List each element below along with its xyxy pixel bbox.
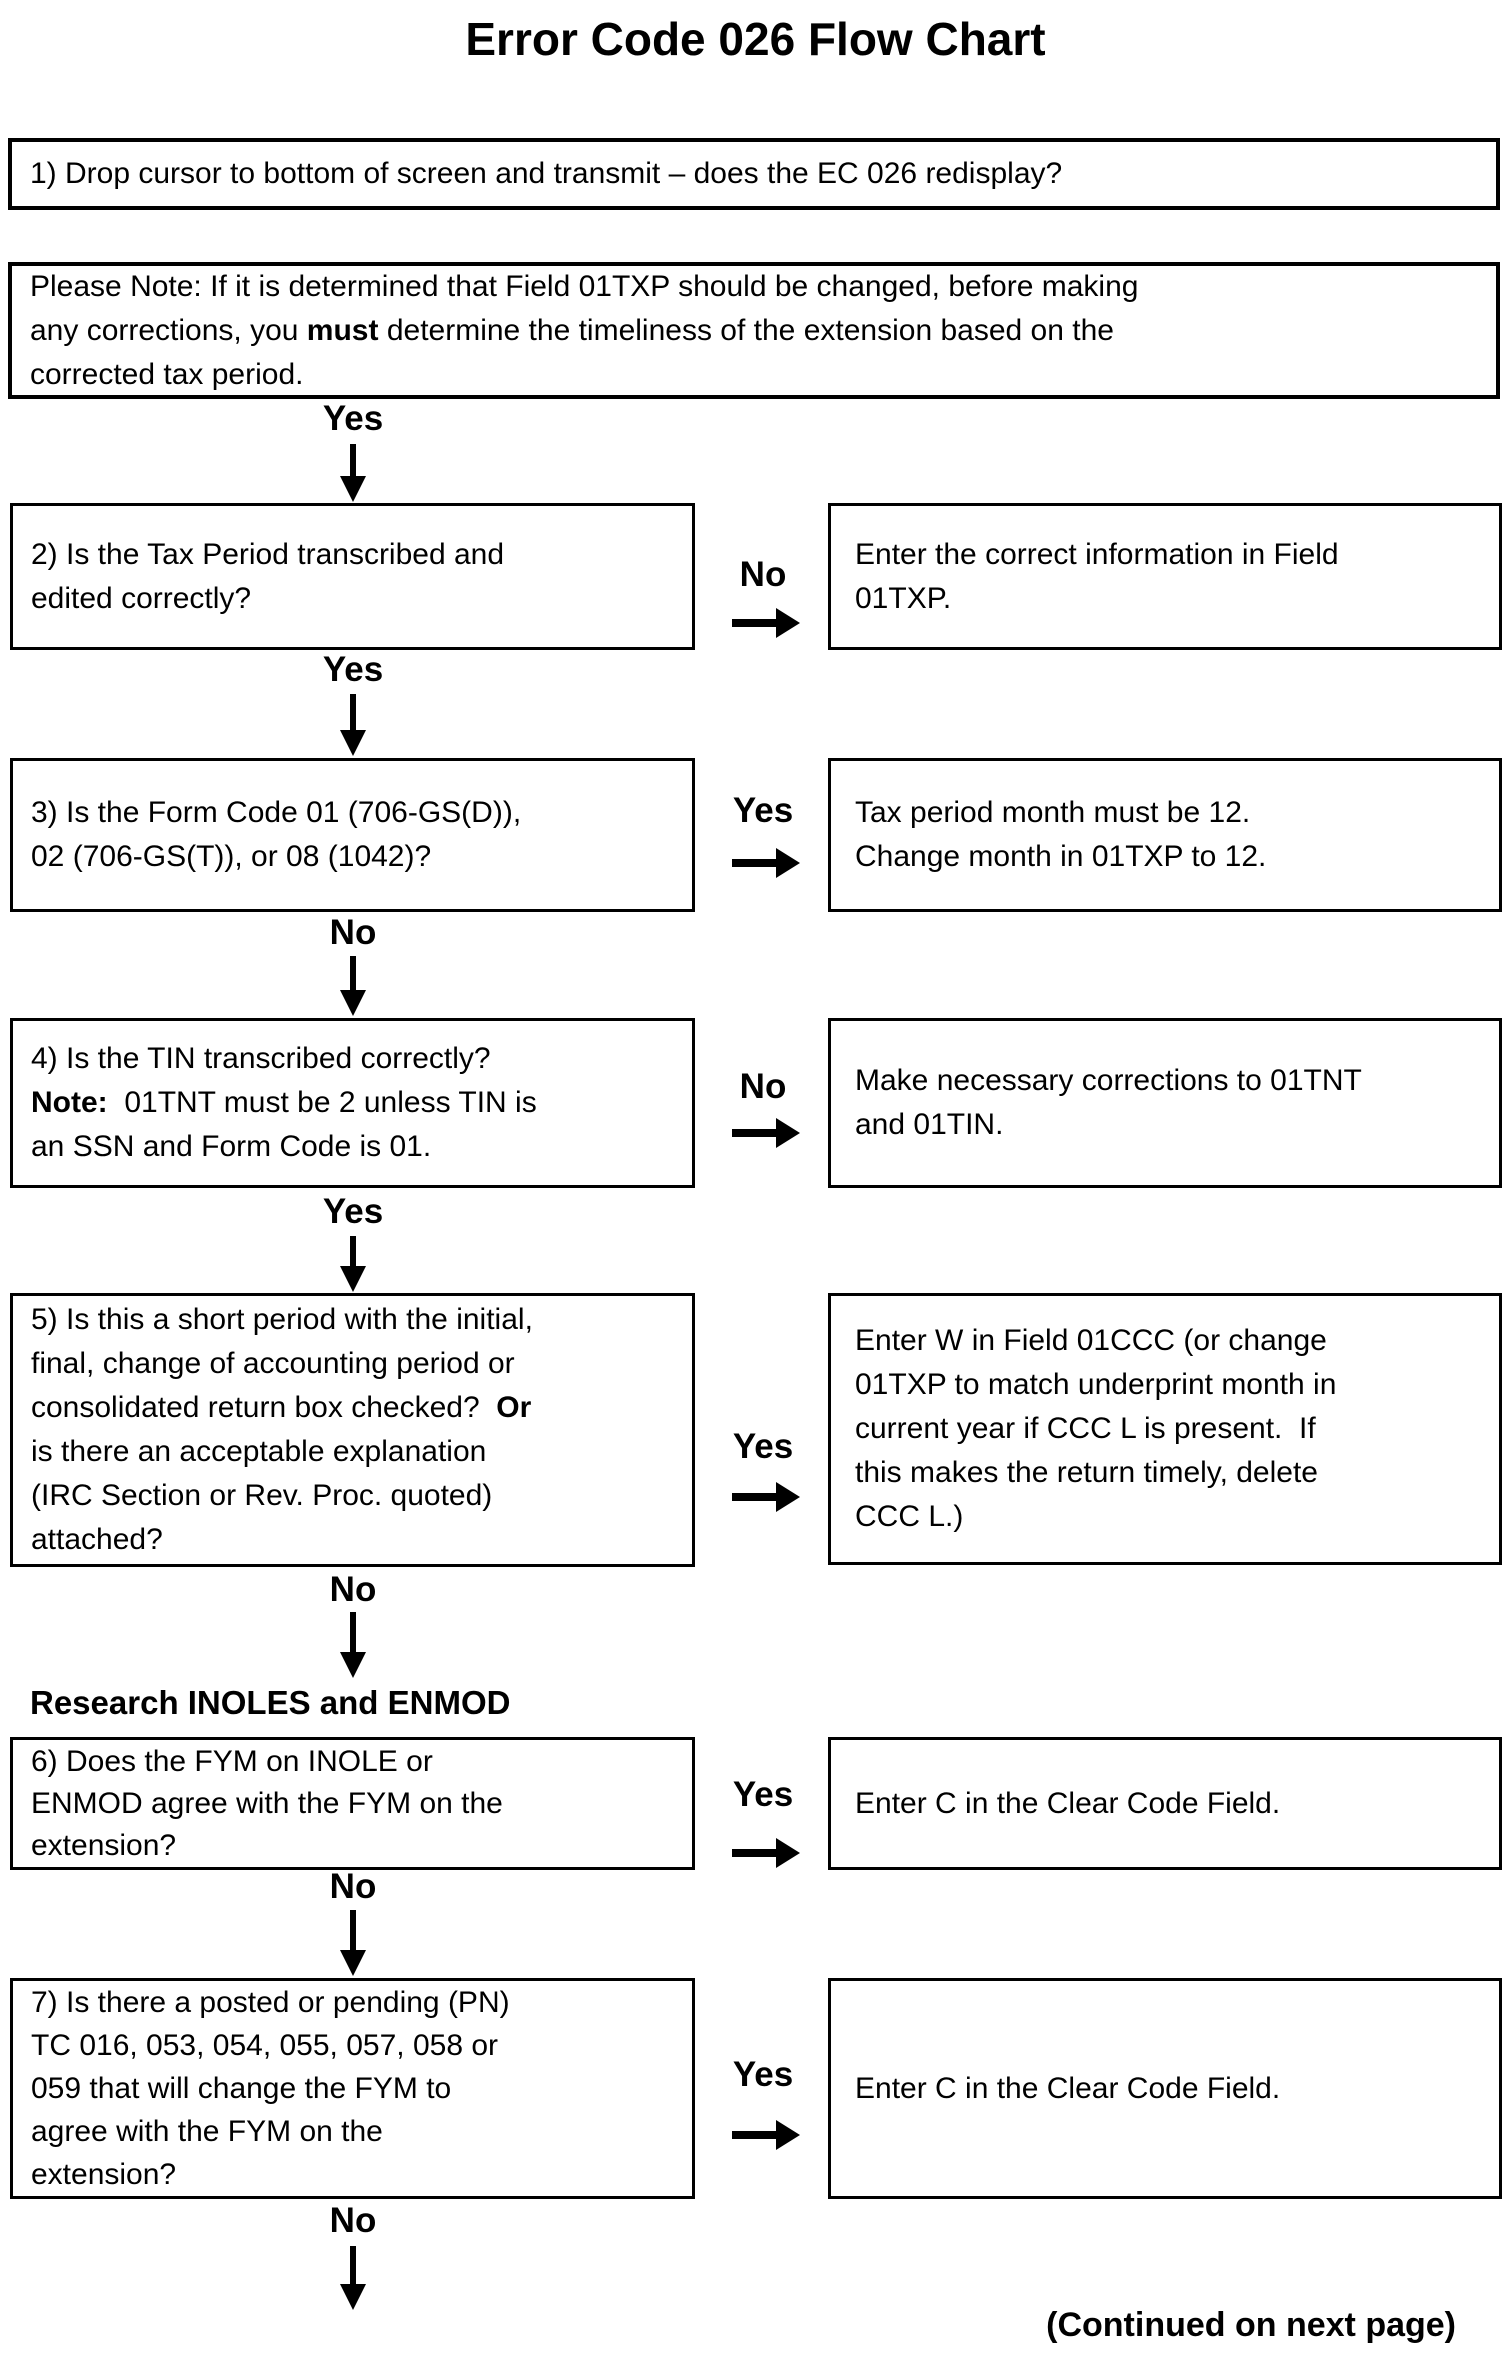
arrow-head: [340, 730, 366, 756]
arrow-shaft: [350, 1910, 356, 1953]
arrow-shaft: [350, 1612, 356, 1655]
arrow-shaft: [350, 444, 356, 479]
arrow-shaft: [732, 619, 778, 627]
yes-label: Yes: [732, 1775, 794, 1814]
right-arrow: [732, 608, 800, 638]
arrow-shaft: [732, 1493, 778, 1501]
arrow-head: [776, 1838, 800, 1868]
arrow-head: [340, 2284, 366, 2310]
arrow-shaft: [732, 1849, 778, 1857]
arrow-head: [340, 476, 366, 502]
arrow-head: [776, 1118, 800, 1148]
step1-box: 1) Drop cursor to bottom of screen and t…: [8, 138, 1500, 210]
no-label: No: [329, 1867, 377, 1906]
down-arrow: [340, 444, 366, 502]
research-heading: Research INOLES and ENMOD: [30, 1684, 511, 1721]
down-arrow: [340, 1910, 366, 1976]
arrow-shaft: [350, 694, 356, 733]
yes-label: Yes: [322, 399, 384, 438]
arrow-shaft: [732, 1129, 778, 1137]
arrow-head: [340, 990, 366, 1016]
right-arrow: [732, 1482, 800, 1512]
arrow-head: [340, 1652, 366, 1678]
arrow-head: [340, 1950, 366, 1976]
no-label: No: [329, 1570, 377, 1609]
result7-box: Enter C in the Clear Code Field.: [828, 1978, 1502, 2199]
no-label: No: [739, 555, 787, 594]
down-arrow: [340, 1236, 366, 1292]
yes-label: Yes: [732, 1427, 794, 1466]
down-arrow: [340, 1612, 366, 1678]
note-box: Please Note: If it is determined that Fi…: [8, 262, 1500, 399]
down-arrow: [340, 694, 366, 756]
down-arrow: [340, 2246, 366, 2310]
no-label: No: [329, 913, 377, 952]
step4-box: 4) Is the TIN transcribed correctly?Note…: [10, 1018, 695, 1188]
arrow-shaft: [732, 2131, 778, 2139]
arrow-head: [776, 608, 800, 638]
right-arrow: [732, 1118, 800, 1148]
arrow-shaft: [350, 1236, 356, 1269]
right-arrow: [732, 2120, 800, 2150]
yes-label: Yes: [732, 2055, 794, 2094]
result3-box: Tax period month must be 12.Change month…: [828, 758, 1502, 912]
arrow-head: [776, 1482, 800, 1512]
arrow-shaft: [732, 859, 778, 867]
arrow-shaft: [350, 2246, 356, 2287]
yes-label: Yes: [322, 650, 384, 689]
right-arrow: [732, 1838, 800, 1868]
arrow-head: [776, 848, 800, 878]
yes-label: Yes: [322, 1192, 384, 1231]
right-arrow: [732, 848, 800, 878]
arrow-head: [340, 1266, 366, 1292]
down-arrow: [340, 956, 366, 1016]
page-title: Error Code 026 Flow Chart: [465, 13, 1046, 65]
arrow-head: [776, 2120, 800, 2150]
no-label: No: [739, 1067, 787, 1106]
step3-box: 3) Is the Form Code 01 (706-GS(D)),02 (7…: [10, 758, 695, 912]
step5-box: 5) Is this a short period with the initi…: [10, 1293, 695, 1567]
arrow-shaft: [350, 956, 356, 993]
step7-box: 7) Is there a posted or pending (PN)TC 0…: [10, 1978, 695, 2199]
result6-box: Enter C in the Clear Code Field.: [828, 1737, 1502, 1870]
continued-note: (Continued on next page): [1046, 2306, 1456, 2344]
yes-label: Yes: [732, 791, 794, 830]
no-label: No: [329, 2201, 377, 2240]
